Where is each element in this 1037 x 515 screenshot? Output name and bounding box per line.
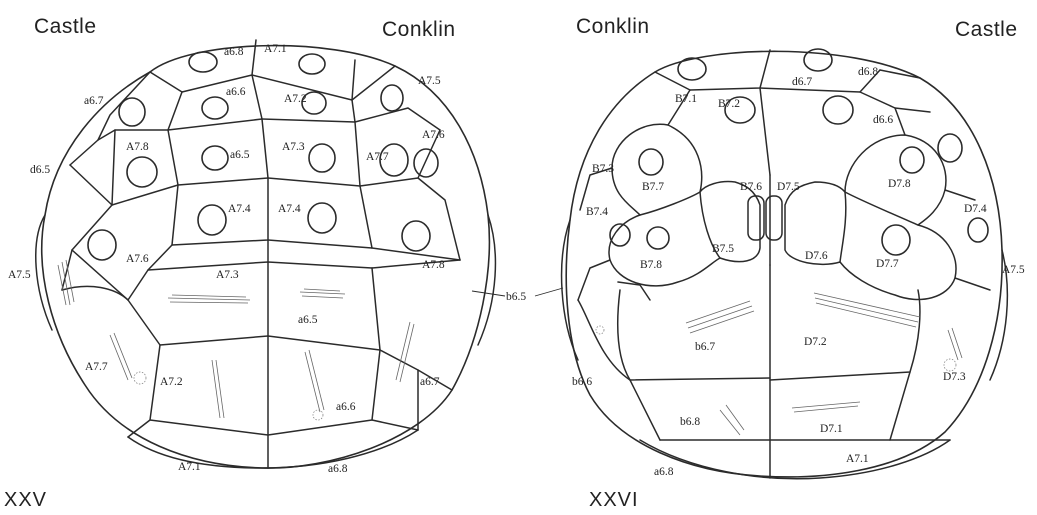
- cell-label: a6.7: [84, 95, 104, 107]
- cell-label: A7.3: [216, 269, 239, 281]
- cell-label: D7.1: [820, 423, 843, 435]
- nucleus: [967, 217, 989, 243]
- cell-label: b6.8: [680, 416, 700, 428]
- nucleus: [201, 145, 229, 171]
- cell-label: B7.8: [640, 259, 662, 271]
- cell-label: a6.8: [654, 466, 674, 478]
- nucleus: [609, 223, 631, 247]
- header-castle-left: Castle: [34, 15, 97, 38]
- cell-label: a6.7: [420, 376, 440, 388]
- cell-label: B7.3: [592, 163, 614, 175]
- nucleus: [301, 91, 327, 115]
- cell-label: D7.7: [876, 258, 899, 270]
- cell-label: D7.3: [943, 371, 966, 383]
- cell-label: A7.5: [418, 75, 441, 87]
- nucleus: [201, 96, 229, 120]
- embryo-outline: [40, 44, 491, 469]
- nucleus: [677, 57, 707, 81]
- cell-label: A7.1: [264, 43, 287, 55]
- embryo-outline: [565, 50, 1003, 478]
- nucleus: [724, 96, 756, 124]
- cell-label: B7.7: [642, 181, 664, 193]
- cell-label: A7.4: [228, 203, 251, 215]
- cell-label: A7.2: [160, 376, 183, 388]
- cell-label: d6.5: [30, 164, 50, 176]
- figure-number-xxv: XXV: [4, 489, 47, 511]
- cell-label: B7.1: [675, 93, 697, 105]
- cell-label: B7.4: [586, 206, 608, 218]
- cell-label: d6.7: [792, 76, 812, 88]
- cell-label: D7.5: [777, 181, 800, 193]
- cell-label: A7.1: [178, 461, 201, 473]
- cell-label: a6.5: [230, 149, 250, 161]
- nucleus: [308, 143, 336, 173]
- label-group-xxv: a6.8 A7.1 A7.5 a6.7 a6.6 A7.2 A7.6 d6.5 …: [8, 43, 445, 475]
- cell-label: D7.8: [888, 178, 911, 190]
- cell-label: b6.7: [695, 341, 715, 353]
- nucleus: [379, 143, 409, 177]
- nucleus: [899, 146, 925, 174]
- nucleus: [413, 148, 439, 178]
- header-castle-right: Castle: [955, 18, 1018, 41]
- nucleus: [646, 226, 670, 250]
- nucleus: [822, 95, 854, 125]
- cell-b77: [608, 123, 761, 287]
- nucleus: [937, 133, 963, 163]
- cell-label: b6.6: [572, 376, 592, 388]
- nucleus: [803, 48, 833, 72]
- header-conklin-left: Conklin: [382, 18, 456, 41]
- figure-number-xxvi: XXVI: [589, 489, 639, 511]
- figure-xxv: a6.8 A7.1 A7.5 a6.7 a6.6 A7.2 A7.6 d6.5 …: [4, 39, 497, 511]
- cell-d78: [784, 134, 957, 301]
- header-conklin-right: Conklin: [576, 15, 650, 38]
- cell-label: a6.5: [298, 314, 318, 326]
- cell-label: a6.6: [226, 86, 246, 98]
- nucleus: [380, 84, 404, 112]
- cell-label: D7.6: [805, 250, 828, 262]
- cell-label: A7.3: [282, 141, 305, 153]
- cell-label: A7.2: [284, 93, 307, 105]
- cell-label: A7.7: [366, 151, 389, 163]
- cell-label: a6.6: [336, 401, 356, 413]
- cell-label: D7.4: [964, 203, 987, 215]
- nucleus: [118, 97, 146, 127]
- figure-xxvi: d6.8 d6.7 B7.1 B7.2 d6.6 B7.3 B7.7 B7.6 …: [471, 48, 1025, 511]
- cell-label: a6.8: [328, 463, 348, 475]
- nucleus: [197, 204, 227, 236]
- cell-label: B7.2: [718, 98, 740, 110]
- cell-label: A7.5: [1002, 264, 1025, 276]
- nucleus: [307, 202, 337, 234]
- cell-label: A7.8: [422, 259, 445, 271]
- cell-label: A7.6: [126, 253, 149, 265]
- cell-label: D7.2: [804, 336, 827, 348]
- label-group-xxvi: d6.8 d6.7 B7.1 B7.2 d6.6 B7.3 B7.7 B7.6 …: [506, 66, 1025, 478]
- cell-label: A7.1: [846, 453, 869, 465]
- nucleus: [188, 51, 218, 73]
- cell-label: d6.6: [873, 114, 893, 126]
- cell-label: a6.8: [224, 46, 244, 58]
- cell-label: B7.5: [712, 243, 734, 255]
- nucleus: [298, 53, 326, 75]
- cell-label: A7.8: [126, 141, 149, 153]
- cell-label: d6.8: [858, 66, 878, 78]
- cell-label: A7.7: [85, 361, 108, 373]
- nucleus: [401, 220, 431, 252]
- cell-label: B7.6: [740, 181, 762, 193]
- nucleus: [126, 156, 158, 188]
- cell-label: b6.5: [506, 291, 526, 303]
- nucleus: [638, 148, 664, 176]
- cell-label: A7.6: [422, 129, 445, 141]
- cell-label: A7.5: [8, 269, 31, 281]
- nucleus: [881, 224, 911, 256]
- nucleus: [87, 229, 117, 261]
- cell-label: A7.4: [278, 203, 301, 215]
